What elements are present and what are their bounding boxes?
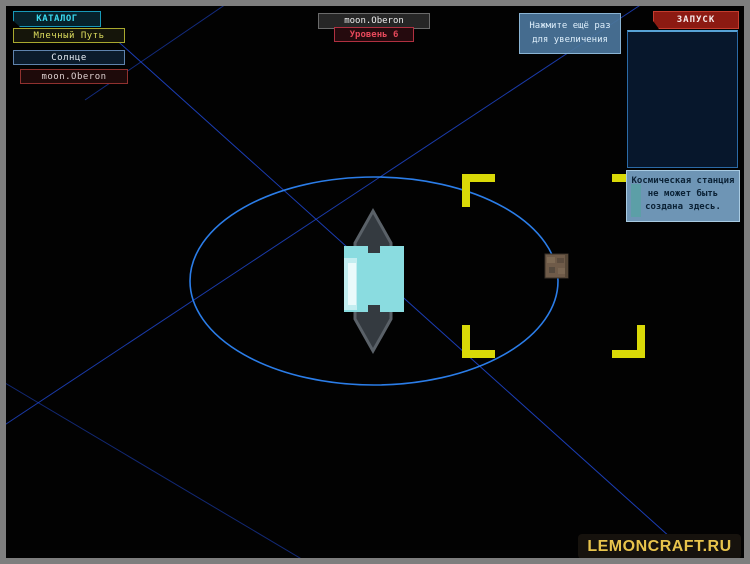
moon-patch — [558, 268, 565, 274]
moon-patch — [547, 257, 555, 263]
moon-patch — [549, 267, 555, 273]
trajectory-line — [6, 6, 640, 425]
moon-patch — [557, 258, 564, 263]
zoom-tooltip: Нажмите ещё раз для увеличения — [519, 13, 621, 54]
bracket-arm — [462, 174, 495, 182]
station-icon — [631, 184, 641, 217]
space-map-viewport[interactable]: КАТАЛОГ Млечный Путь Солнце moon.Oberon … — [6, 6, 744, 558]
orbit-ellipse — [189, 176, 559, 386]
launch-button[interactable]: ЗАПУСК — [653, 11, 739, 29]
selection-bracket-top-left-icon — [462, 174, 495, 207]
selection-bracket-bottom-left-icon — [462, 325, 495, 358]
planet-spike-tab-bottom — [368, 305, 380, 312]
nav-item-star[interactable]: Солнце — [13, 50, 125, 65]
station-list-panel — [627, 30, 738, 168]
watermark-logo: LEMONCRAFT.RU — [578, 534, 741, 558]
space-map-stage: КАТАЛОГ Млечный Путь Солнце moon.Oberon … — [6, 6, 744, 558]
station-warning-text: Космическая станция не может быть создан… — [631, 176, 735, 213]
orbit-map-canvas — [6, 6, 695, 558]
planet-highlight-core — [348, 263, 356, 305]
bracket-arm — [462, 325, 470, 358]
nav-item-galaxy[interactable]: Млечный Путь — [13, 28, 125, 43]
selection-bracket-bottom-right-icon — [612, 325, 645, 358]
trajectory-line — [111, 35, 695, 558]
bracket-arm — [462, 350, 495, 358]
moon-shadow-edge — [565, 254, 568, 278]
bracket-arm — [462, 174, 470, 207]
bracket-arm — [637, 325, 645, 358]
trajectory-line — [6, 382, 301, 558]
planet-sprite[interactable] — [344, 207, 404, 355]
body-level-badge: Уровень 6 — [334, 27, 414, 42]
moon-sprite[interactable] — [544, 253, 569, 279]
catalog-button[interactable]: КАТАЛОГ — [13, 11, 101, 27]
nav-item-selected-body[interactable]: moon.Oberon — [20, 69, 128, 84]
planet-spike-tab-top — [368, 246, 380, 253]
bracket-arm — [612, 350, 645, 358]
station-warning-box: Космическая станция не может быть создан… — [626, 170, 740, 222]
